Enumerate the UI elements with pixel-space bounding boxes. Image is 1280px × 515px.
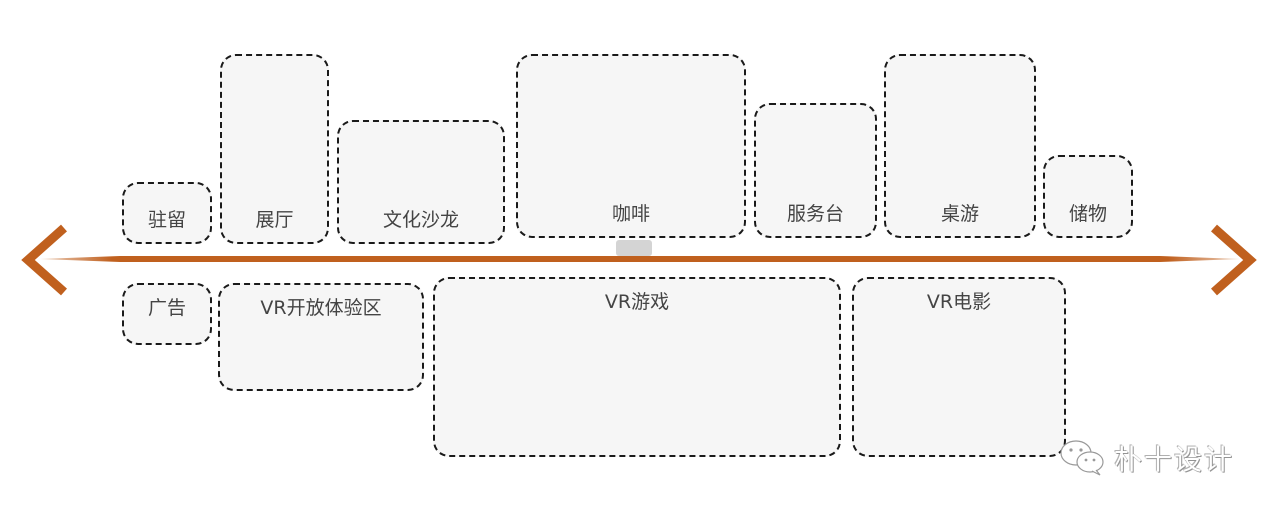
zone-label: 文化沙龙 — [382, 209, 459, 231]
zone-vr-games: VR游戏 — [433, 277, 841, 457]
zone-label: 驻留 — [147, 209, 186, 231]
axis-handle — [616, 240, 652, 256]
zone-label: 桌游 — [940, 203, 979, 225]
zone-board-games: 桌游 — [884, 54, 1036, 238]
arrow-right-icon — [1211, 224, 1257, 296]
zone-label: 储物 — [1068, 203, 1107, 225]
arrow-left-icon — [21, 224, 67, 296]
watermark: 朴十设计 — [1058, 438, 1234, 478]
zone-coffee: 咖啡 — [516, 54, 746, 238]
zone-ads: 广告 — [122, 283, 212, 345]
zone-stay: 驻留 — [122, 182, 212, 244]
zone-vr-movies: VR电影 — [852, 277, 1066, 457]
zone-label: 广告 — [147, 297, 186, 319]
zone-label: 展厅 — [255, 209, 294, 231]
zone-label: 服务台 — [786, 203, 844, 225]
zone-service-desk: 服务台 — [754, 103, 877, 238]
zone-label: 咖啡 — [611, 203, 650, 225]
zone-storage: 储物 — [1043, 155, 1133, 238]
zone-exhibition: 展厅 — [220, 54, 329, 244]
watermark-text: 朴十设计 — [1114, 443, 1235, 476]
zone-label: VR游戏 — [604, 291, 670, 313]
zone-vr-open-experience: VR开放体验区 — [218, 283, 424, 391]
axis-line — [40, 256, 1240, 262]
wechat-icon — [1060, 440, 1104, 476]
zone-culture-salon: 文化沙龙 — [337, 120, 505, 244]
zone-label: VR开放体验区 — [260, 297, 382, 319]
zone-label: VR电影 — [926, 291, 992, 313]
